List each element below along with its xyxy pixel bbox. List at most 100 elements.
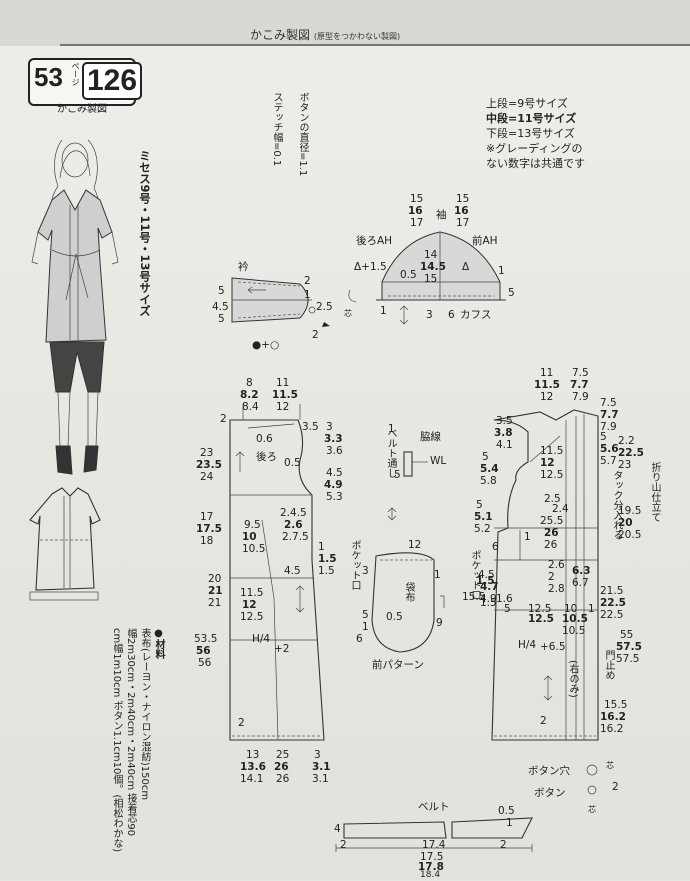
- model-placket: [69, 205, 79, 340]
- front-m-33: 15.5: [462, 591, 486, 603]
- back-m-22: 9.5: [244, 519, 261, 531]
- back-dart: [261, 519, 279, 741]
- front-m-9: 3.5: [496, 415, 513, 427]
- pocket-m-2: 0.5: [386, 611, 403, 623]
- back-m-42: 13: [246, 749, 260, 761]
- back-m-43: 13.6: [240, 761, 266, 773]
- flat-dress-outline: [29, 487, 101, 591]
- size-range-label: ミセス9号・11号・13号サイズ: [138, 150, 152, 317]
- materials-line-2: 幅2m30cm・2m40cm・2m40cm 接着芯90: [125, 628, 136, 837]
- front-m-6: 7.5: [600, 397, 617, 409]
- belt-m-4: 0.5: [498, 805, 515, 817]
- front-m-14: 5.8: [480, 475, 497, 487]
- flat-belt: [29, 591, 99, 601]
- model-face: [61, 142, 89, 178]
- button-hole-icon: [586, 764, 598, 776]
- front-outline: [491, 409, 599, 741]
- back-m-21: 18: [200, 535, 214, 547]
- front-m-64: 6.7: [572, 577, 589, 589]
- front-m-45: 5.7: [600, 455, 617, 467]
- sleeve-guides: [382, 232, 500, 300]
- stitch-width-note: ステッチ幅=0.1: [271, 92, 282, 167]
- legend-line-3: 下段=13号サイズ: [486, 127, 575, 140]
- front-m-54: 22.5: [600, 609, 624, 621]
- pocket-m-1: 3: [362, 565, 369, 577]
- front-m-44: 5.6: [600, 443, 619, 455]
- pocket-cloth-label: 袋布: [403, 582, 414, 602]
- front-h4: H/4: [518, 639, 537, 651]
- front-m-39: 10.5: [562, 613, 588, 625]
- button-hole-label: ボタン穴: [528, 765, 570, 777]
- belt-m-1: 2: [340, 839, 347, 851]
- front-m-32: 1.5: [480, 597, 497, 609]
- front-m-61: 2.6: [548, 559, 565, 571]
- back-m-4: 11.5: [272, 389, 298, 401]
- back-m-25: 2.4.5: [280, 507, 307, 519]
- front-m-47: 22.5: [618, 447, 644, 459]
- header-title-sub: (原型をつかわない製図): [313, 32, 401, 41]
- back-m-13: 4.5: [326, 467, 343, 479]
- model-dress: [37, 189, 113, 343]
- pocket-mark: [440, 595, 445, 608]
- back-top-ticks: [242, 404, 301, 420]
- model-belt: [51, 249, 101, 257]
- front-m-51: 20.5: [618, 529, 642, 541]
- front-m-5: 7.9: [572, 391, 589, 403]
- front-m-4: 7.7: [570, 379, 589, 391]
- front-m-66: 2: [612, 781, 619, 793]
- back-m-6: 2: [220, 413, 227, 425]
- front-ah-label: 前AH: [472, 235, 498, 247]
- front-grain: [543, 675, 553, 701]
- belt-right: [451, 817, 533, 839]
- sleeve-m-0: 15: [410, 193, 424, 205]
- sleeve-m-2: 17: [410, 217, 424, 229]
- pocket-mouth-label: ポケット口: [349, 540, 360, 590]
- front-m-37: 12.5: [528, 613, 554, 625]
- collar-notch: [322, 322, 330, 327]
- front-m-10: 3.8: [494, 427, 513, 439]
- sleeve-m-9: Δ+1.5: [354, 261, 387, 273]
- sleeve-m-12: 1: [498, 265, 505, 277]
- back-m-47: 26: [276, 773, 290, 785]
- sleeve-m-15: 3: [426, 309, 433, 321]
- back-m-38: 53.5: [194, 633, 218, 645]
- materials-heading: ●材料: [153, 628, 164, 659]
- front-m-59: 16.2: [600, 711, 626, 723]
- front-m-12: 5: [482, 451, 489, 463]
- front-m-18: 5: [476, 499, 483, 511]
- front-m-27: 6: [492, 541, 499, 553]
- sleeve-cap: [381, 231, 501, 301]
- back-m-1: 8.2: [240, 389, 259, 401]
- back-m-0: 8: [246, 377, 253, 389]
- sleeve-m-10: 0.5: [400, 269, 417, 281]
- collar-label: 衿: [238, 261, 249, 273]
- back-m-31: 20: [208, 573, 222, 585]
- belt-loop-grain: [387, 507, 397, 521]
- belt-m-7: 17.8: [418, 861, 444, 873]
- front-m-20: 5.2: [474, 523, 491, 535]
- front-m-65: 2: [548, 571, 555, 583]
- back-m-46: 26: [274, 761, 289, 773]
- back-m-18: 24: [200, 471, 214, 483]
- pocket-m-5: 6: [356, 633, 363, 645]
- belt-m-2: 17.4: [422, 839, 446, 851]
- belt-loop-m-0: 1: [388, 423, 395, 435]
- legend-line-2: 中段=11号サイズ: [486, 112, 577, 125]
- sleeve-m-13: 5: [508, 287, 515, 299]
- back-m-32: 21: [208, 585, 223, 597]
- front-m-23: 25.5: [540, 515, 564, 527]
- back-plus2: +2: [274, 643, 290, 655]
- back-m-45: 25: [276, 749, 290, 761]
- legend-line-1: 上段=9号サイズ: [486, 97, 568, 110]
- front-m-35: 5: [504, 603, 511, 615]
- sleeve-m-14: 1: [380, 305, 387, 317]
- front-m-50: 20: [618, 517, 633, 529]
- belt-m-3: 2: [500, 839, 507, 851]
- button-diameter-note: ボタンの直径=1.1: [297, 92, 308, 177]
- front-m-46: 2.2: [618, 435, 635, 447]
- back-m-33: 21: [208, 597, 222, 609]
- header-rule: [60, 44, 690, 46]
- model-hairline: [59, 150, 91, 179]
- front-m-42: 2: [540, 715, 547, 727]
